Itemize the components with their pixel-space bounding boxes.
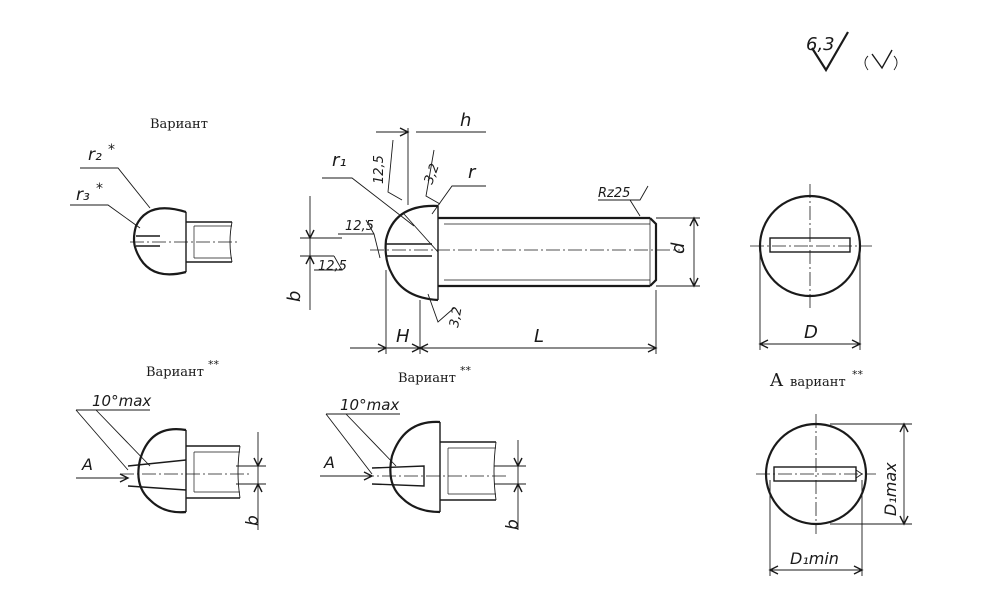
r3-star: *: [96, 181, 103, 197]
D1min-dim-lines: [769, 480, 863, 576]
end-view: D: [750, 184, 872, 350]
D-dim-lines: [759, 250, 861, 350]
ra-3-2-bottom-leader: [427, 293, 455, 323]
r-label: r: [468, 162, 477, 183]
HL-arrow-icon: [377, 343, 658, 353]
HL-extension-lines: [385, 270, 657, 354]
r3-label: r₃: [76, 185, 90, 205]
variant-label: Вариант: [150, 117, 208, 132]
h-extension: [407, 128, 486, 205]
variant-b-head: [389, 420, 441, 514]
ra-12-5-left: 12,5: [345, 219, 374, 234]
ra-3-2-top-leader: [425, 149, 441, 205]
view-a-variant: A вариант ** D₁max D₁min: [756, 368, 912, 576]
ra-12-5-left-leader: [338, 219, 381, 259]
ra-12-5-low-leader: [300, 237, 343, 271]
paren-open-icon: [864, 55, 869, 71]
variant-a-thread: [193, 451, 240, 493]
variant-a-head: [137, 428, 187, 514]
r2-label: r₂: [88, 145, 102, 165]
end-center-axis: [750, 184, 872, 308]
rz25-label: Rz25: [598, 186, 630, 201]
variant-a-b-label: b: [243, 515, 263, 526]
D1max-dim-lines: [830, 423, 912, 525]
ra-3-2-top: 3,2: [422, 162, 443, 187]
L-label: L: [534, 326, 544, 347]
r3-leader: [70, 204, 141, 229]
ra-3-2-bottom: 3,2: [447, 306, 465, 329]
main-shank-outline: [438, 216, 658, 288]
d-dim-lines: [656, 217, 700, 287]
view-a-sup: **: [852, 368, 864, 381]
main-thread-lines: [444, 218, 651, 286]
D1max-label: D₁max: [881, 462, 900, 516]
b-label: b: [284, 291, 305, 302]
D1max-arrow-icon: [899, 422, 909, 526]
D-label: D: [804, 322, 818, 343]
variant-b-view: Вариант ** 10°max A b: [320, 364, 526, 530]
angle-a-label: 10°max: [92, 392, 151, 410]
variant-a-break: [237, 445, 241, 499]
b-arrow-icon: [305, 229, 315, 265]
shank-outline: [186, 221, 232, 263]
ra-12-5-top: 12,5: [372, 155, 387, 184]
variant-b-b-label: b: [503, 519, 523, 530]
A-b-label: A: [323, 453, 335, 472]
variant-b-break: [493, 441, 497, 501]
roughness-symbol: 6,3: [806, 31, 898, 73]
r2-leader: [80, 167, 151, 209]
D1min-label: D₁min: [790, 549, 839, 568]
r2-star: *: [108, 142, 115, 158]
angle-b-leader: [325, 413, 400, 475]
paren-close-icon: [893, 55, 898, 71]
r1-leader: [322, 177, 415, 227]
rz25-symbol: [598, 185, 649, 217]
angle-b-label: 10°max: [340, 396, 399, 414]
d-arrow-icon: [689, 216, 699, 288]
main-view: h 12,5 3,2 r₁ r Rz25 12,5 12,5 b: [284, 110, 700, 354]
variant-b-b-lines: [494, 440, 526, 530]
A-a-label: A: [81, 455, 93, 474]
variant-head-view: Вариант r₂ * r₃ *: [70, 117, 240, 276]
D1min-arrow-icon: [768, 565, 864, 575]
roughness-check-small-icon: [871, 49, 893, 70]
main-head-outline: [384, 204, 439, 302]
variant-b-label: Вариант: [398, 371, 456, 386]
variant-b-shank: [440, 441, 496, 501]
variant-b-b-arrow-icon: [513, 457, 523, 493]
variant-a-slot: [127, 459, 187, 491]
head-slot: [136, 235, 160, 247]
roughness-check-icon: [811, 31, 849, 73]
ra-12-5-top-leader: [387, 139, 403, 201]
main-slot: [386, 243, 432, 257]
H-label: H: [396, 326, 410, 347]
variant-a-b-arrow-icon: [253, 457, 263, 493]
D-arrow-icon: [758, 339, 862, 349]
variant-b-sup: **: [460, 364, 472, 377]
variant-a-label: Вариант: [146, 365, 204, 380]
variant-b-thread: [447, 447, 496, 495]
head-outline: [132, 207, 187, 276]
A-a-arrow-icon: [119, 473, 130, 483]
h-label: h: [460, 110, 471, 131]
r-leader: [431, 185, 486, 215]
r1-label: r₁: [332, 150, 347, 171]
variant-a-view: Вариант ** 10°max A b: [75, 358, 266, 530]
view-a-letter: A: [769, 370, 784, 391]
h-arrow-icon: [399, 127, 410, 137]
view-a-axis: [756, 414, 876, 534]
ra-12-5-low: 12,5: [318, 259, 347, 274]
view-a-label: вариант: [790, 375, 846, 390]
variant-a-b-lines: [236, 432, 266, 530]
thread-lines: [193, 225, 232, 259]
variant-a-sup: **: [208, 358, 220, 371]
roughness-value: 6,3: [806, 34, 835, 55]
variant-a-shank: [186, 445, 240, 499]
d-label: d: [668, 242, 689, 254]
variant-b-slot: [371, 465, 425, 487]
slot-hidden: [403, 213, 439, 253]
